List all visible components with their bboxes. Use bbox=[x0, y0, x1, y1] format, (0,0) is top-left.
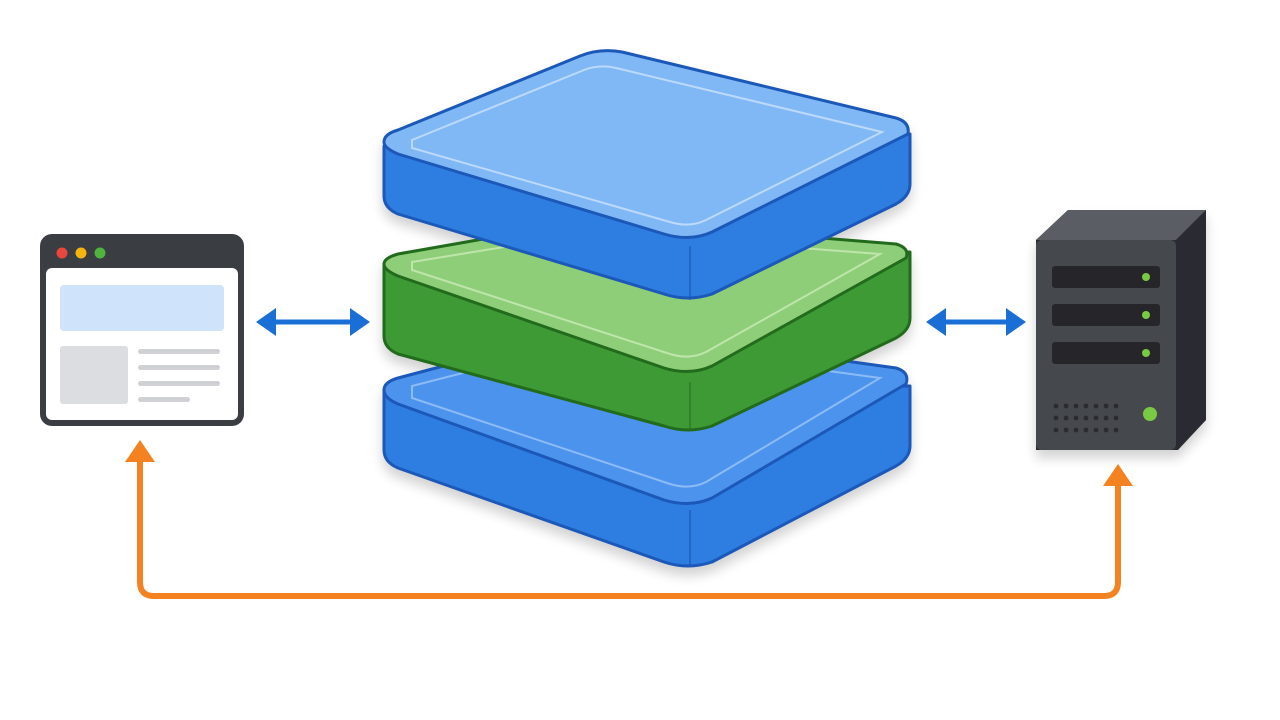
server-top bbox=[1036, 210, 1206, 240]
browser-text-line bbox=[138, 397, 190, 402]
browser-minimize-dot bbox=[75, 247, 87, 259]
blue-arrowhead bbox=[350, 308, 370, 336]
browser-text-line bbox=[138, 349, 220, 354]
orange-connector-line bbox=[137, 457, 1121, 599]
client-server-connector bbox=[125, 440, 1133, 599]
orange-arrowhead-server bbox=[1103, 464, 1133, 486]
browser-window-icon bbox=[40, 234, 244, 426]
browser-maximize-dot bbox=[94, 247, 106, 259]
server-drive-led bbox=[1142, 273, 1150, 281]
server-vent-grille bbox=[1053, 403, 1119, 433]
browser-image-placeholder bbox=[60, 346, 128, 404]
server-drive-bay bbox=[1052, 266, 1160, 288]
blue-arrowhead bbox=[1006, 308, 1026, 336]
blue-arrowhead bbox=[256, 308, 276, 336]
browser-text-line bbox=[138, 381, 220, 386]
top-layer-inner-edge bbox=[411, 65, 885, 226]
browser-banner bbox=[60, 285, 224, 331]
server-drive-led bbox=[1142, 349, 1150, 357]
server-drive-bay bbox=[1052, 342, 1160, 364]
client-layers-arrow bbox=[256, 308, 370, 336]
server-tower-icon bbox=[1036, 210, 1206, 450]
layers-server-arrow bbox=[926, 308, 1026, 336]
blue-arrowhead bbox=[926, 308, 946, 336]
server-drive-led bbox=[1142, 311, 1150, 319]
top-layer bbox=[382, 49, 912, 300]
orange-arrowhead-client bbox=[125, 440, 155, 462]
server-drive-bay bbox=[1052, 304, 1160, 326]
browser-close-dot bbox=[56, 247, 68, 259]
server-side bbox=[1176, 210, 1206, 450]
stacked-layers-icon bbox=[382, 49, 912, 568]
server-power-led bbox=[1143, 407, 1157, 421]
browser-text-line bbox=[138, 365, 220, 370]
